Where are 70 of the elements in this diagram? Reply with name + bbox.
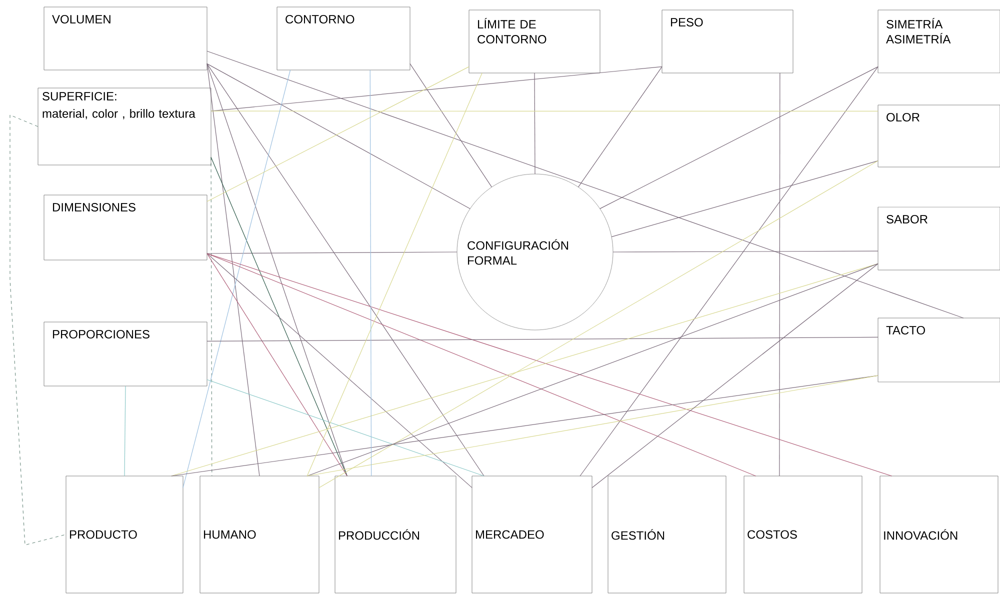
connector-line	[206, 253, 348, 476]
box-label: COSTOS	[748, 530, 797, 539]
box-label: CONTORNO	[286, 15, 354, 24]
concept-box	[744, 476, 862, 594]
concept-box	[44, 322, 208, 386]
connector-line	[600, 66, 878, 209]
box-label: SUPERFICIE:	[42, 92, 116, 100]
connector-line	[580, 66, 878, 476]
connector-line	[210, 110, 878, 112]
connector-line	[206, 336, 878, 342]
concept-box	[66, 476, 184, 594]
connector-line	[206, 63, 260, 476]
box-label: DIMENSIONES	[53, 203, 136, 212]
concept-box	[662, 10, 794, 74]
box-label: PRODUCCIÓN	[339, 529, 420, 540]
connector-line	[318, 160, 878, 488]
box-label: LÍMITE DE CONTORNO	[478, 18, 546, 44]
connector-line	[210, 157, 348, 476]
connector-line	[210, 66, 662, 112]
box-label: VOLUMEN	[52, 15, 110, 24]
box-label: PRODUCTO	[70, 530, 137, 539]
concept-box	[44, 194, 208, 260]
circle-node: CONFIGURACIÓN FORMAL	[456, 174, 614, 330]
box-label: SABOR	[886, 215, 928, 224]
concept-box	[44, 6, 208, 70]
concept-box	[200, 476, 320, 594]
connector-line	[206, 63, 484, 476]
connector-line	[206, 253, 756, 476]
connector-line	[410, 63, 492, 188]
connector-line	[171, 375, 878, 476]
connector-line	[592, 263, 878, 488]
concept-box	[878, 104, 1000, 168]
box-label: TACTO	[886, 326, 925, 334]
box-label: PROPORCIONES	[53, 330, 150, 338]
concept-box	[880, 476, 998, 594]
box-label: HUMANO	[204, 530, 256, 539]
connector-line	[182, 70, 291, 488]
concept-box	[276, 6, 410, 70]
connector-line	[306, 375, 878, 476]
connector-line	[206, 50, 964, 318]
box-text: material, color , brillo textura	[42, 109, 196, 120]
connector-line	[306, 72, 482, 476]
connector-line	[206, 379, 484, 476]
connector-line	[779, 72, 780, 476]
concept-box	[608, 476, 726, 594]
connector-line	[306, 263, 878, 476]
connector-line	[10, 114, 66, 546]
concept-box	[878, 10, 1000, 74]
box-label: PESO	[671, 18, 703, 26]
connector-line	[578, 66, 662, 188]
concept-box	[472, 476, 592, 594]
box-label: OLOR	[886, 113, 920, 122]
concept-box	[468, 10, 600, 74]
box-label: SIMETRÍA ASIMETRÍA	[886, 18, 951, 44]
connector-line	[611, 160, 878, 238]
connector-line	[612, 250, 878, 252]
connector-line	[370, 70, 372, 476]
connector-line	[534, 72, 536, 174]
connector-line	[210, 157, 212, 476]
concept-box	[38, 88, 212, 166]
connector-line	[206, 63, 348, 476]
box-label: MERCADEO	[476, 530, 544, 539]
connector-line	[124, 386, 126, 476]
concept-box	[334, 476, 456, 594]
concept-box	[878, 318, 1000, 382]
box-label: GESTIÓN	[612, 529, 664, 540]
concept-box	[878, 206, 1000, 270]
connector-line	[206, 253, 472, 488]
box-label: INNOVACIÓN	[884, 529, 958, 540]
connector-line	[206, 252, 458, 254]
